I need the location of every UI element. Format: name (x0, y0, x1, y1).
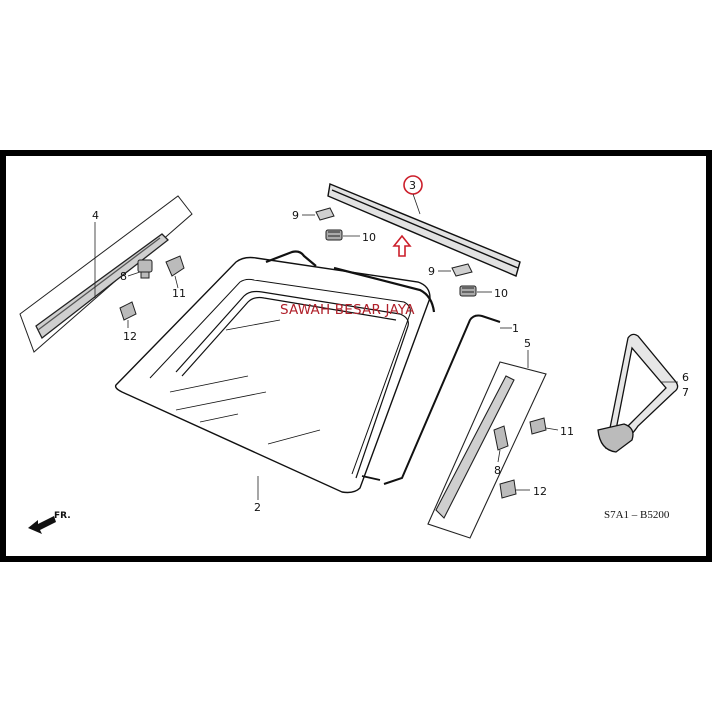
part-1-dam-rubber (175, 250, 501, 485)
callout-11-right: 11 (560, 425, 574, 438)
clip-8-right (493, 425, 509, 451)
callout-8-right: 8 (494, 464, 501, 477)
clip-12-right (499, 479, 517, 499)
callout-5: 5 (524, 337, 531, 350)
callout-7: 7 (682, 386, 689, 399)
callout-10-top: 10 (362, 231, 376, 244)
shop-watermark: SAWAH BESAR JAYA (280, 302, 415, 318)
callout-11-left: 11 (172, 287, 186, 300)
callout-2: 2 (254, 501, 261, 514)
part-2-windshield (114, 256, 431, 494)
diagram-frame (0, 150, 712, 562)
callout-8-left: 8 (120, 270, 127, 283)
callout-1: 1 (512, 322, 519, 335)
clip-11-left (165, 255, 185, 277)
callout-12-left: 12 (123, 330, 137, 343)
clip-9-top (315, 207, 335, 221)
front-marker-label: FR. (54, 511, 71, 521)
callout-9-bottom: 9 (428, 265, 435, 278)
callout-6: 6 (682, 371, 689, 384)
callout-9-top: 9 (292, 209, 299, 222)
part-3-roof-moulding (327, 183, 521, 277)
part-6-7-corner-piece (597, 333, 679, 453)
clip-11-right (529, 417, 547, 435)
callout-4: 4 (92, 209, 99, 222)
diagram-code: S7A1 – B5200 (604, 509, 670, 521)
clip-12-left (119, 301, 137, 321)
callout-3: 3 (409, 179, 416, 192)
clip-8-left (137, 259, 153, 279)
clip-9-bottom (451, 263, 473, 277)
callout-12-right: 12 (533, 485, 547, 498)
clip-10-bottom (459, 285, 477, 297)
callout-10-bottom: 10 (494, 287, 508, 300)
clip-10-top (325, 229, 343, 241)
part-5-pillar-garnish-right (427, 361, 547, 539)
front-arrow-icon (28, 516, 56, 534)
up-arrow-icon (392, 234, 412, 257)
part-4-pillar-garnish (19, 195, 193, 353)
